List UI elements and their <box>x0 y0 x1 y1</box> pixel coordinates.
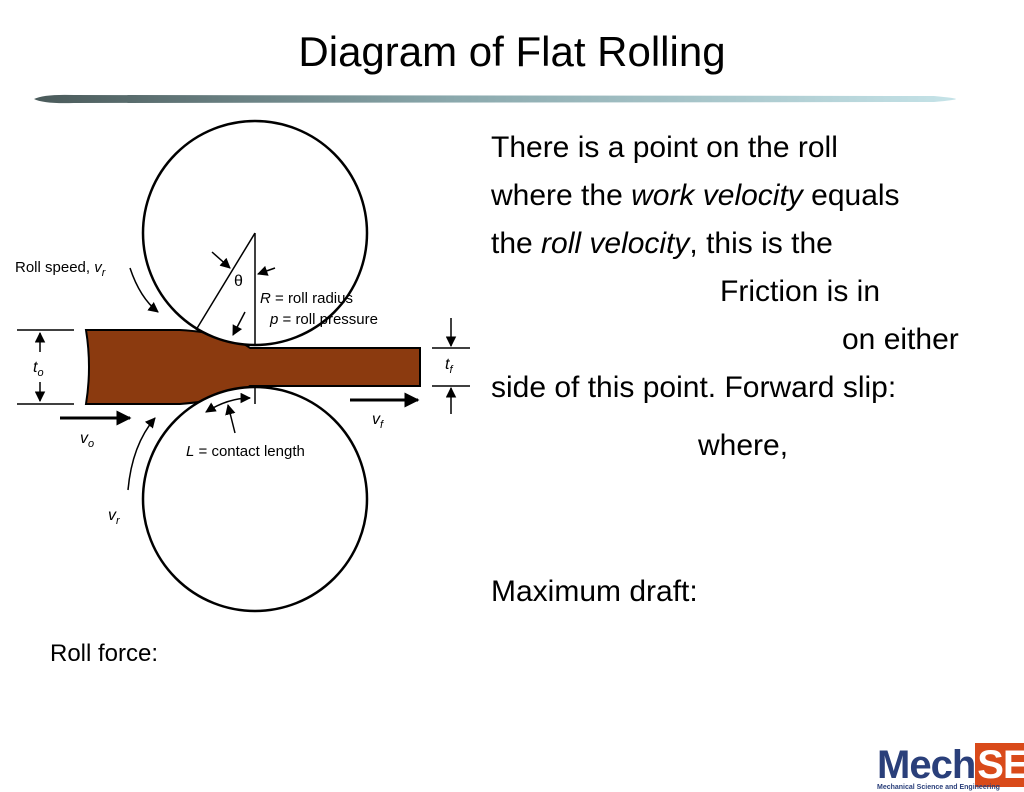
text-line-3: the roll velocity, this is the <box>491 227 833 260</box>
maximum-draft-label: Maximum draft: <box>491 575 698 608</box>
theta-arrow-right <box>257 265 276 276</box>
logo-wordmark: MechSE <box>877 743 1024 787</box>
lower-roll-speed-label: vr <box>108 507 121 527</box>
contact-arc <box>205 392 252 413</box>
text-line-1: There is a point on the roll <box>491 131 838 164</box>
slide-title: Diagram of Flat Rolling <box>298 28 726 75</box>
roll-radius-label: R = roll radius <box>260 290 353 307</box>
radius-angled-line <box>195 232 256 331</box>
lower-roll-speed-arrow <box>127 417 156 491</box>
work-velocity-term: work velocity <box>631 179 803 212</box>
roll-speed-label: Roll speed, vr <box>15 259 107 279</box>
upper-roll-speed-arrow <box>129 267 159 313</box>
theta-arrow-left <box>211 251 231 269</box>
text-line-7: where, <box>698 429 789 462</box>
text-line-5: on either <box>842 323 959 356</box>
entry-thickness-label: to <box>33 359 44 379</box>
contact-leader <box>225 403 236 434</box>
roll-pressure-arrow <box>232 311 246 336</box>
logo-subtitle: Mechanical Science and Engineering <box>877 784 1000 791</box>
flat-rolling-diagram: Roll speed, vr θ R = roll radius p = rol… <box>15 119 470 613</box>
roll-force-label: Roll force: <box>50 640 159 667</box>
text-line-2: where the work velocity equals <box>491 179 900 212</box>
text-line-4: Friction is in <box>720 275 881 308</box>
theta-label: θ <box>234 273 243 290</box>
roll-velocity-term: roll velocity <box>541 227 690 260</box>
entry-velocity-label: vo <box>80 430 94 450</box>
exit-velocity-label: vf <box>372 411 384 431</box>
text-line-6: side of this point. Forward slip: <box>491 371 897 404</box>
mechse-logo: MechSE Mechanical Science and Engineerin… <box>877 743 1024 791</box>
title-divider <box>34 94 956 104</box>
contact-length-label: L = contact length <box>186 443 305 460</box>
explanation-text: There is a point on the roll where the w… <box>491 124 1011 470</box>
lower-roll <box>141 385 369 613</box>
exit-thickness-label: tf <box>445 356 453 376</box>
roll-pressure-label: p = roll pressure <box>269 311 378 328</box>
